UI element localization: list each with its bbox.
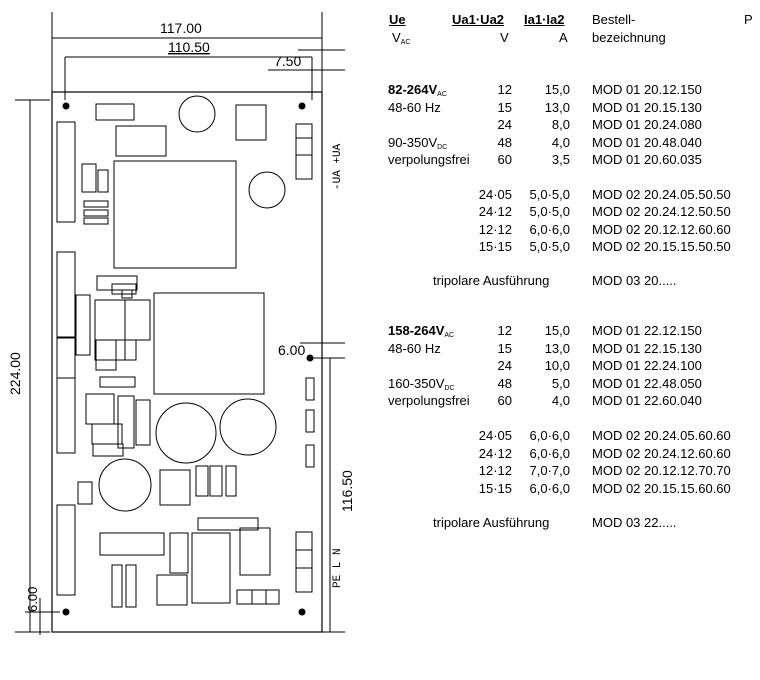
dimension-labels: 117.00 110.50 7.50 224.00 6.00 6.00 116.… [7,20,355,612]
group2-tripolar-label: tripolare Ausführung [433,515,550,530]
group1-tripolar-label: tripolare Ausführung [433,273,550,288]
group1-input-dc: 90-350VDC [388,135,448,151]
table-cell-order: MOD 02 20.12.12.60.60 [592,222,731,237]
table-cell-ia: 5,0·5,0 [529,187,570,202]
pcb-components [56,95,315,608]
group1-input-ac: 82-264VAC [388,82,447,98]
dim-height: 224.00 [7,352,23,395]
table-cell-ua: 24·12 [478,204,512,219]
header-order: Bestell- [592,12,636,27]
table-cell-order: MOD 02 20.15.15.50.50 [592,239,731,254]
table-cell-ua: 15 [497,341,512,356]
table-cell-ia: 5,0·5,0 [529,239,570,254]
table-cell-order: MOD 01 22.15.130 [592,341,702,356]
table-cell-ua: 48 [497,376,512,391]
table-cell-order: MOD 02 20.15.15.60.60 [592,481,731,496]
header-ue: Ue [389,12,406,27]
dim-lower-height: 116.50 [339,470,355,512]
dim-width-holes: 110.50 [168,39,210,55]
table-cell-ia: 3,5 [551,152,570,167]
dim-width-outer: 117.00 [160,20,202,36]
table-cell-order: MOD 01 22.60.040 [592,393,702,408]
table-cell-ia: 6,0·6,0 [529,481,570,496]
table-cell-ia: 5,0·5,0 [529,204,570,219]
table-cell-ia: 7,0·7,0 [529,463,570,478]
table-cell-ia: 4,0 [551,135,570,150]
table-cell-ua: 24 [497,358,512,373]
table-cell-ia: 13,0 [544,100,570,115]
table-cell-ua: 15·15 [478,239,512,254]
dim-bottom-offset: 6.00 [25,587,40,612]
header-p: P [744,12,753,27]
table-cell-ua: 60 [497,152,512,167]
table-cell-order: MOD 02 20.24.05.60.60 [592,428,731,443]
header-ue-unit: VAC [392,30,411,46]
header-ia: Ia1·Ia2 [524,12,565,27]
table-cell-ua: 24·12 [478,446,512,461]
table-cell-ua: 12 [497,82,512,97]
table-cell-ia: 6,0·6,0 [529,222,570,237]
table-cell-ia: 4,0 [551,393,570,408]
table-cell-ia: 5,0 [551,376,570,391]
table-cell-ua: 48 [497,135,512,150]
group1-polarity: verpolungsfrei [388,152,470,167]
group2-polarity: verpolungsfrei [388,393,470,408]
table-cell-order: MOD 01 20.15.130 [592,100,702,115]
output-terminal-label: -UA +UA [332,143,344,190]
input-terminal-label: PE L N [332,548,344,588]
table-cell-ua: 24·05 [478,428,512,443]
header-order-2: bezeichnung [592,30,666,45]
table-cell-order: MOD 01 20.48.040 [592,135,702,150]
table-cell-ua: 60 [497,393,512,408]
table-cell-ia: 15,0 [544,82,570,97]
table-cell-ia: 13,0 [544,341,570,356]
table-cell-ua: 15·15 [478,481,512,496]
group2-tripolar-order: MOD 03 22..... [592,515,677,530]
table-cell-order: MOD 01 22.48.050 [592,376,702,391]
group2-input-dc: 160-350VDC [388,376,455,392]
table-cell-ua: 12·12 [478,463,512,478]
pcb-outline [51,91,323,633]
header-ia-unit: A [559,30,568,45]
table-cell-order: MOD 01 22.24.100 [592,358,702,373]
table-cell-order: MOD 01 20.12.150 [592,82,702,97]
table-cell-ua: 12 [497,323,512,338]
group2-input-ac: 158-264VAC [388,323,455,339]
group1-frequency: 48-60 Hz [388,100,441,115]
table-cell-ia: 6,0·6,0 [529,446,570,461]
table-cell-order: MOD 02 20.12.12.70.70 [592,463,731,478]
dim-side-offset: 6.00 [278,342,305,358]
table-cell-ua: 12·12 [478,222,512,237]
group2-frequency: 48-60 Hz [388,341,441,356]
header-ua-unit: V [500,30,509,45]
table-cell-ia: 10,0 [544,358,570,373]
table-cell-ua: 15 [497,100,512,115]
table-cell-ia: 8,0 [551,117,570,132]
table-cell-ia: 15,0 [544,323,570,338]
table-cell-ua: 24·05 [478,187,512,202]
table-cell-order: MOD 01 20.60.035 [592,152,702,167]
table-cell-order: MOD 01 20.24.080 [592,117,702,132]
table-cell-order: MOD 02 20.24.05.50.50 [592,187,731,202]
table-cell-order: MOD 02 20.24.12.50.50 [592,204,731,219]
table-cell-order: MOD 01 22.12.150 [592,323,702,338]
table-cell-ua: 24 [497,117,512,132]
mounting-holes [62,102,314,616]
dim-edge-offset: 7.50 [274,53,301,69]
header-ua: Ua1·Ua2 [452,12,505,27]
table-cell-ia: 6,0·6,0 [529,428,570,443]
group1-tripolar-order: MOD 03 20..... [592,273,677,288]
table-cell-order: MOD 02 20.24.12.60.60 [592,446,731,461]
